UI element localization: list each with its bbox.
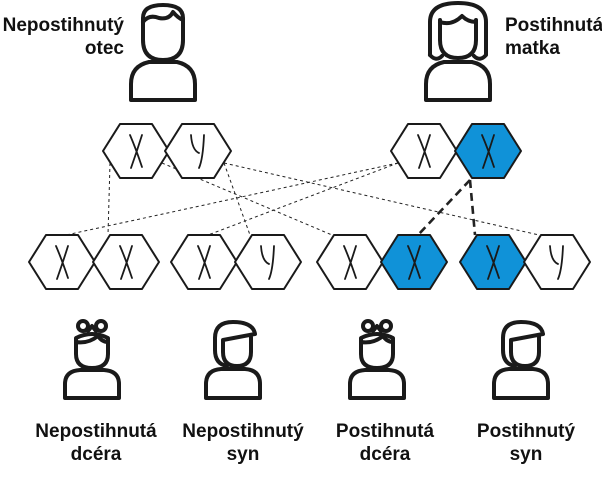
child-label-affected-son: Postihnutý syn [477, 420, 575, 466]
chromosome-letter-y [190, 134, 205, 169]
girl-icon [63, 319, 121, 400]
girl-icon [348, 319, 406, 400]
unaffected-daughter-chromosome-x [28, 234, 96, 290]
mother-label-line1: Postihnutá [505, 15, 602, 36]
chromosome-letter-y [549, 245, 564, 280]
unaffected-son-chromosome-y [234, 234, 302, 290]
child-label-line2: syn [226, 444, 260, 465]
child-label-line2: dcéra [70, 444, 122, 465]
inheritance-line [65, 162, 399, 236]
unaffected-son-chromosome-x [170, 234, 238, 290]
chromosome-letter-x [486, 245, 500, 280]
mother-label-line2: matka [505, 38, 560, 59]
chromosome-letter-x [481, 134, 495, 169]
chromosome-letter-x [55, 245, 69, 280]
mother-chromosome-x-affected [454, 123, 522, 179]
affected-inheritance-line [417, 179, 471, 236]
affected-son-chromosome-y [523, 234, 591, 290]
affected-daughter-chromosome-x [316, 234, 384, 290]
mother-label: Postihnutá matka [505, 14, 602, 60]
child-label-line1: Postihnutá [335, 421, 435, 442]
child-label-line1: Nepostihnutá [35, 421, 157, 442]
mother-chromosome-x [390, 123, 458, 179]
inheritance-line [223, 162, 251, 236]
child-label-line2: syn [509, 444, 543, 465]
child-label-line1: Nepostihnutý [182, 421, 304, 442]
father-chromosome-y [164, 123, 232, 179]
father-label: Nepostihnutý otec [0, 14, 124, 60]
chromosome-letter-x [407, 245, 421, 280]
boy-icon [204, 320, 262, 400]
child-label-line1: Postihnutý [476, 421, 576, 442]
chromosome-hexagon [164, 123, 232, 179]
affected-daughter-chromosome-x-affected [380, 234, 448, 290]
chromosome-letter-x [197, 245, 211, 280]
affected-inheritance-line [468, 179, 477, 236]
child-label-unaffected-daughter: Nepostihnutá dcéra [35, 420, 156, 466]
father-label-line2: otec [84, 38, 124, 59]
child-label-affected-daughter: Postihnutá dcéra [336, 420, 434, 466]
chromosome-letter-x [119, 245, 133, 280]
chromosome-layer [28, 123, 591, 290]
father-chromosome-x [102, 123, 170, 179]
unaffected-daughter-chromosome-x [92, 234, 160, 290]
father-label-line1: Nepostihnutý [2, 15, 124, 36]
chromosome-letter-x [129, 134, 143, 169]
male-person-icon [129, 3, 197, 102]
chromosome-letter-x [343, 245, 357, 280]
child-label-line2: dcéra [359, 444, 411, 465]
boy-icon [492, 320, 550, 400]
affected-son-chromosome-x-affected [459, 234, 527, 290]
inheritance-line [207, 162, 399, 236]
chromosome-hexagon [234, 234, 302, 290]
chromosome-hexagon [523, 234, 591, 290]
inheritance-line [107, 162, 111, 236]
female-person-icon [424, 1, 492, 102]
child-label-unaffected-son: Nepostihnutý syn [182, 420, 303, 466]
chromosome-letter-x [417, 134, 431, 169]
chromosome-letter-y [260, 245, 275, 280]
